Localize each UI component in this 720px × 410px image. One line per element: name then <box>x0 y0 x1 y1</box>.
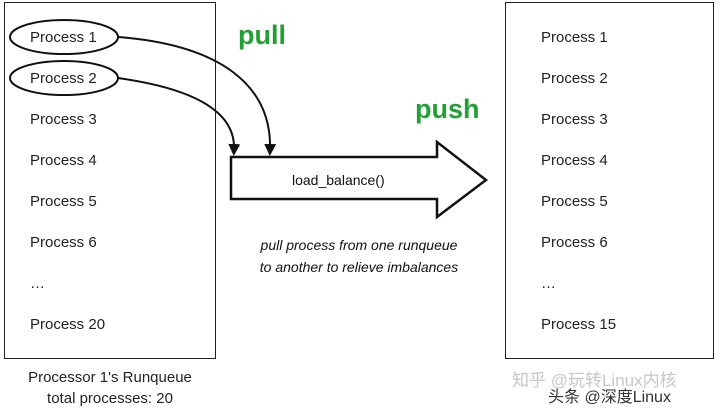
watermark-toutiao: 头条 @深度Linux <box>548 389 671 406</box>
pull-arrow-process-2 <box>117 77 241 156</box>
push-label: push <box>415 94 480 124</box>
load-balance-function-label: load_balance() <box>292 172 385 188</box>
right-runqueue-box <box>505 2 714 359</box>
right-process-ellipsis: … <box>541 275 556 292</box>
watermark-zhihu: 知乎 @玩转Linux内核 <box>512 371 677 390</box>
right-process-2: Process 2 <box>541 70 608 87</box>
right-process-3: Process 3 <box>541 111 608 128</box>
left-runqueue-box <box>4 2 216 359</box>
process-2-highlight-ellipse <box>9 60 119 96</box>
pull-arrow-process-1 <box>117 36 277 156</box>
left-process-1: Process 1 <box>30 29 97 46</box>
left-queue-caption-line2: total processes: 20 <box>47 390 173 407</box>
left-process-ellipsis: … <box>30 275 45 292</box>
left-process-3: Process 3 <box>30 111 97 128</box>
right-process-15: Process 15 <box>541 316 617 333</box>
load-balance-block-arrow <box>229 139 489 220</box>
right-process-6: Process 6 <box>541 234 608 251</box>
process-1-highlight-ellipse <box>9 19 119 55</box>
pull-label: pull <box>238 20 286 50</box>
right-process-4: Process 4 <box>541 152 608 169</box>
left-process-6: Process 6 <box>30 234 97 251</box>
right-process-1: Process 1 <box>541 29 608 46</box>
left-process-20: Process 20 <box>30 316 106 333</box>
left-process-5: Process 5 <box>30 193 97 210</box>
left-queue-caption-line1: Processor 1's Runqueue <box>28 369 192 386</box>
right-process-5: Process 5 <box>541 193 608 210</box>
note-line-1: pull process from one runqueue <box>260 237 458 253</box>
left-process-4: Process 4 <box>30 152 97 169</box>
note-line-2: to another to relieve imbalances <box>259 259 459 275</box>
left-process-2: Process 2 <box>30 70 97 87</box>
